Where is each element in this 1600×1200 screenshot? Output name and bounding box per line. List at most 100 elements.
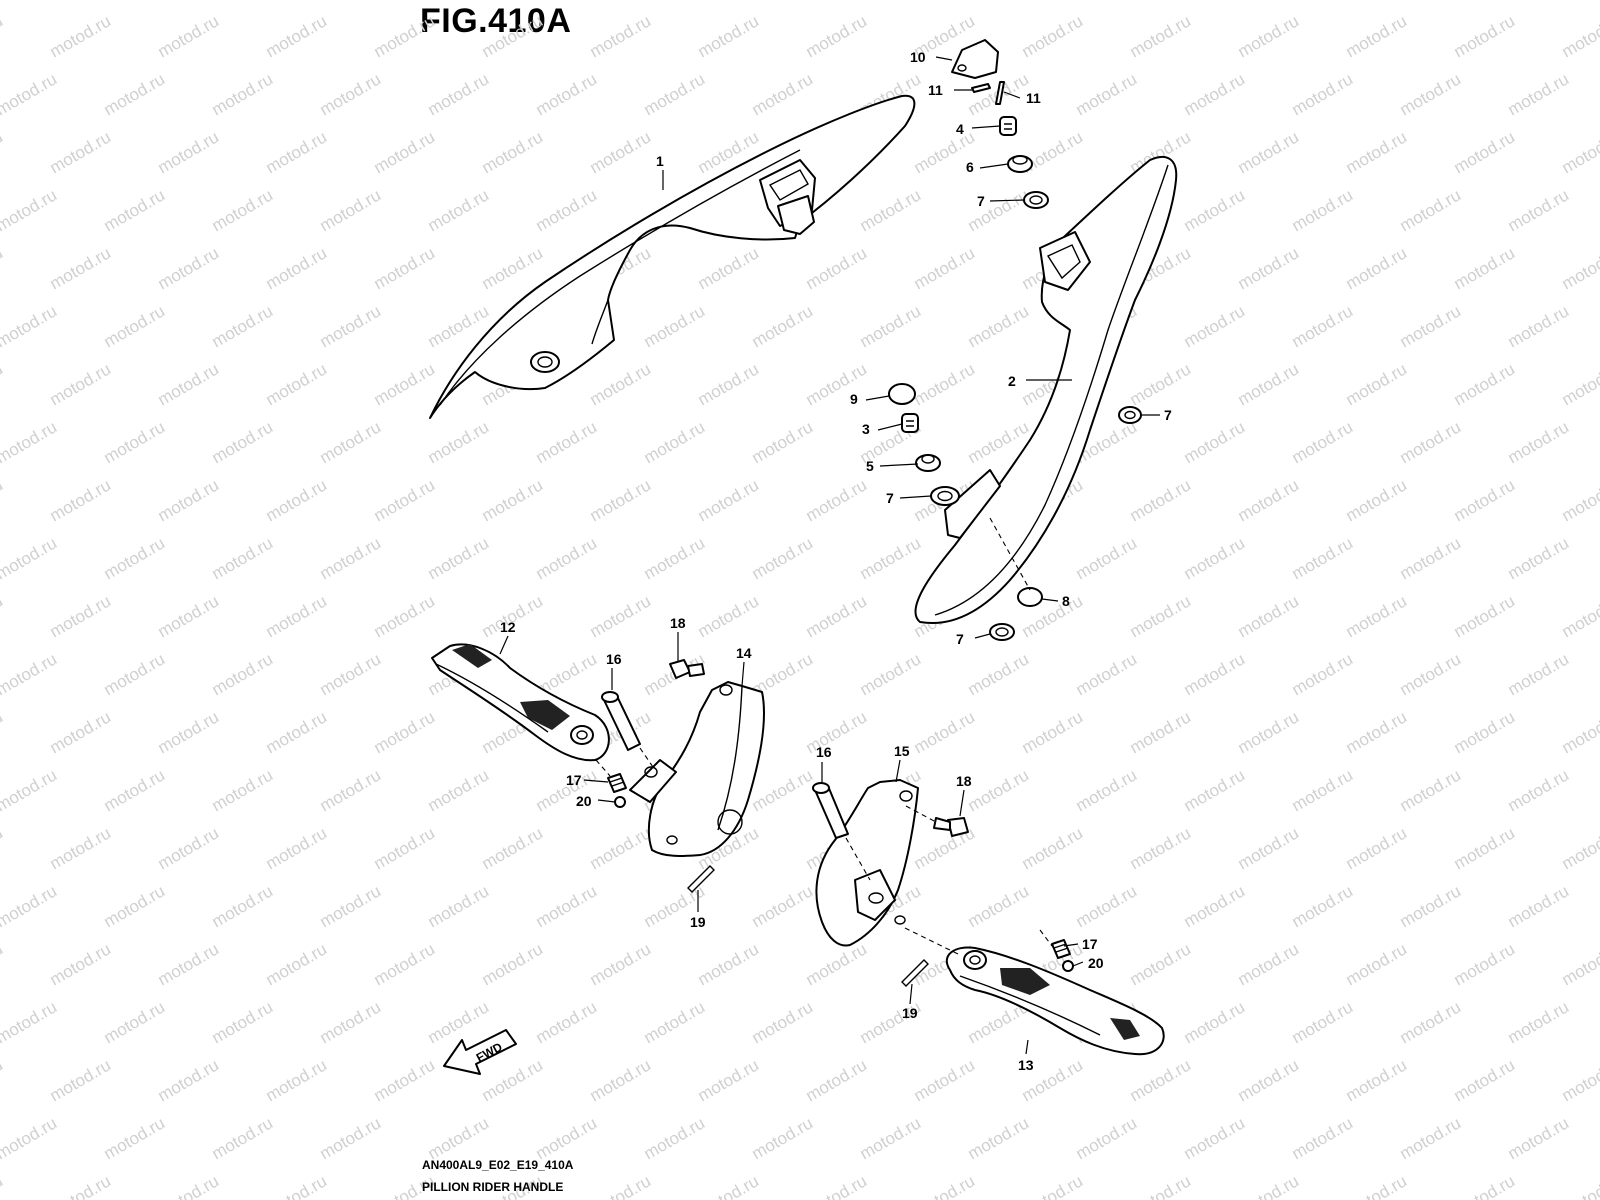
part-17-right-spring[interactable]	[1051, 939, 1071, 959]
part-4-bolt[interactable]	[999, 116, 1017, 136]
figure-title: FIG.410A	[420, 2, 572, 40]
watermark-text-226: motod.ru	[479, 475, 547, 525]
watermark-text-474: motod.ru	[1343, 1171, 1411, 1200]
watermark-text-416: motod.ru	[1505, 997, 1573, 1047]
watermark-text-171: motod.ru	[965, 301, 1033, 351]
watermark-text-422: motod.ru	[47, 1055, 115, 1105]
watermark-text-64: motod.ru	[263, 11, 331, 61]
part-18-right-bolt[interactable]	[933, 817, 969, 837]
watermark-text-101: motod.ru	[0, 127, 6, 177]
watermark-text-206: motod.ru	[425, 417, 493, 467]
callout-12: 12	[500, 619, 516, 635]
watermark-text-44: motod.ru	[209, 0, 277, 3]
part-19-right-cotter-pin[interactable]	[901, 959, 929, 987]
part-9-cap[interactable]	[888, 383, 916, 405]
watermark-text-184: motod.ru	[263, 359, 331, 409]
watermark-text-461: motod.ru	[0, 1171, 6, 1200]
watermark-text-389: motod.ru	[803, 939, 871, 989]
watermark-text-421: motod.ru	[0, 1055, 6, 1105]
part-15-right-bracket[interactable]	[815, 779, 919, 947]
watermark-text-294: motod.ru	[1289, 649, 1357, 699]
watermark-text-468: motod.ru	[695, 1171, 763, 1200]
callout-7c: 7	[886, 490, 894, 506]
watermark-text-269: motod.ru	[803, 591, 871, 641]
part-10-cap[interactable]	[951, 39, 999, 79]
watermark-text-66: motod.ru	[479, 11, 547, 61]
part-6-collar[interactable]	[1007, 155, 1033, 173]
figure-name: PILLION RIDER HANDLE	[422, 1180, 564, 1194]
watermark-text-55: motod.ru	[1397, 0, 1465, 3]
watermark-text-388: motod.ru	[695, 939, 763, 989]
watermark-text-449: motod.ru	[749, 1113, 817, 1163]
part-2-right-grab-rail[interactable]	[914, 155, 1178, 625]
part-8-plug[interactable]	[1017, 587, 1043, 607]
part-3-bolt[interactable]	[901, 413, 919, 433]
callout-10: 10	[910, 49, 926, 65]
watermark-text-454: motod.ru	[1289, 1113, 1357, 1163]
part-1-left-grab-rail[interactable]	[429, 94, 916, 419]
watermark-text-464: motod.ru	[263, 1171, 331, 1200]
part-16-right-pin[interactable]	[812, 782, 849, 839]
watermark-text-386: motod.ru	[479, 939, 547, 989]
watermark-text-261: motod.ru	[0, 591, 6, 641]
part-16-left-pin[interactable]	[601, 691, 641, 751]
part-5-collar[interactable]	[915, 454, 941, 472]
watermark-text-381: motod.ru	[0, 939, 6, 989]
part-18-left-bolt[interactable]	[669, 659, 705, 679]
part-17-left-spring[interactable]	[607, 773, 627, 793]
callout-20b: 20	[1088, 955, 1104, 971]
watermark-text-65: motod.ru	[371, 11, 439, 61]
watermark-text-393: motod.ru	[1235, 939, 1303, 989]
watermark-text-425: motod.ru	[371, 1055, 439, 1105]
part-13-right-footrest[interactable]	[945, 946, 1165, 1056]
watermark-text-396: motod.ru	[1559, 939, 1600, 989]
watermark-text-472: motod.ru	[1127, 1171, 1195, 1200]
watermark-text-273: motod.ru	[1235, 591, 1303, 641]
watermark-text-335: motod.ru	[1397, 765, 1465, 815]
watermark-text-415: motod.ru	[1397, 997, 1465, 1047]
watermark-text-373: motod.ru	[1181, 881, 1249, 931]
callout-15: 15	[894, 743, 910, 759]
watermark-text-467: motod.ru	[587, 1171, 655, 1200]
callout-1: 1	[656, 153, 664, 169]
watermark-text-61: motod.ru	[0, 11, 6, 61]
watermark-text-53: motod.ru	[1181, 0, 1249, 3]
watermark-text-406: motod.ru	[425, 997, 493, 1047]
part-11-pins[interactable]	[971, 81, 1005, 105]
watermark-text-72: motod.ru	[1127, 11, 1195, 61]
assembly-line-left-pin	[639, 747, 656, 771]
part-19-left-cotter-pin[interactable]	[687, 865, 715, 893]
watermark-text-135: motod.ru	[1397, 185, 1465, 235]
part-20-left-ball[interactable]	[614, 796, 626, 808]
callout-18b: 18	[956, 773, 972, 789]
watermark-text-301: motod.ru	[0, 707, 6, 757]
watermark-text-215: motod.ru	[1397, 417, 1465, 467]
watermark-text-427: motod.ru	[587, 1055, 655, 1105]
watermark-text-462: motod.ru	[47, 1171, 115, 1200]
watermark-text-48: motod.ru	[641, 0, 709, 3]
watermark-text-451: motod.ru	[965, 1113, 1033, 1163]
watermark-text-336: motod.ru	[1505, 765, 1573, 815]
watermark-text-130: motod.ru	[857, 185, 925, 235]
watermark-text-329: motod.ru	[749, 765, 817, 815]
watermark-text-136: motod.ru	[1505, 185, 1573, 235]
part-20-right-ball[interactable]	[1062, 960, 1074, 972]
watermark-text-253: motod.ru	[1181, 533, 1249, 583]
watermark-text-236: motod.ru	[1559, 475, 1600, 525]
watermark-text-209: motod.ru	[749, 417, 817, 467]
watermark-text-433: motod.ru	[1235, 1055, 1303, 1105]
watermark-text-134: motod.ru	[1289, 185, 1357, 235]
watermark-text-94: motod.ru	[1289, 69, 1357, 119]
watermark-text-255: motod.ru	[1397, 533, 1465, 583]
watermark-text-122: motod.ru	[0, 185, 60, 235]
watermark-text-234: motod.ru	[1343, 475, 1411, 525]
watermark-text-313: motod.ru	[1235, 707, 1303, 757]
part-7-washers[interactable]	[930, 191, 1142, 641]
watermark-text-192: motod.ru	[1127, 359, 1195, 409]
watermark-text-106: motod.ru	[479, 127, 547, 177]
watermark-text-272: motod.ru	[1127, 591, 1195, 641]
watermark-text-356: motod.ru	[1559, 823, 1600, 873]
part-14-left-bracket[interactable]	[629, 681, 765, 857]
part-12-left-footrest[interactable]	[431, 643, 610, 762]
